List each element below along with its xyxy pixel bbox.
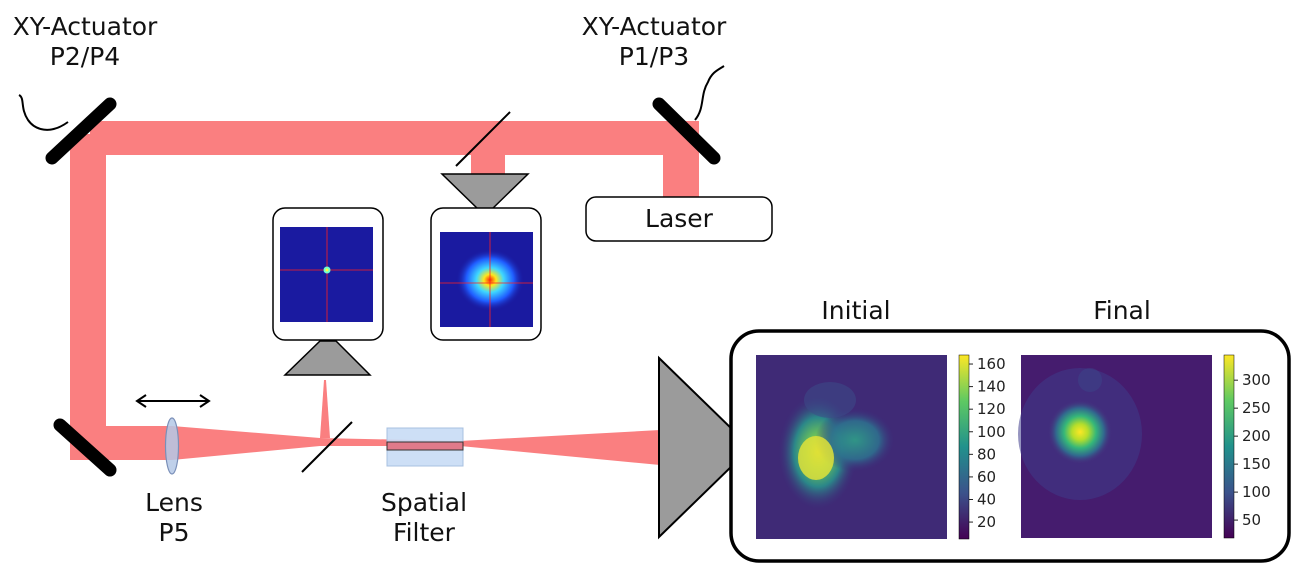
final-tick-label: 250 (1242, 399, 1271, 417)
final-tick-label: 100 (1242, 483, 1271, 501)
spatial-filter-label: Spatial Filter (354, 488, 494, 548)
mirror-top-left (45, 97, 117, 165)
actuator-right-line2: P1/P3 (618, 42, 690, 71)
initial-tick-label: 80 (977, 445, 996, 463)
camera-1-screen (280, 227, 373, 322)
lens-label: Lens P5 (124, 488, 224, 548)
final-tick-label: 50 (1242, 511, 1261, 529)
initial-tick-label: 140 (977, 378, 1006, 396)
final-colorbar (1223, 354, 1235, 539)
initial-beam-image (756, 355, 947, 539)
camera-2-screen (440, 232, 533, 327)
initial-tick-label: 100 (977, 423, 1006, 441)
actuator-cable-right (694, 65, 725, 121)
laser-label: Laser (645, 204, 713, 233)
final-tick-label: 300 (1242, 371, 1271, 389)
initial-tick-label: 60 (977, 468, 996, 486)
lens-line2: P5 (158, 518, 190, 547)
laser-beam (70, 121, 699, 465)
initial-tick-label: 40 (977, 490, 996, 508)
actuator-left-line2: P2/P4 (49, 42, 121, 71)
initial-tick-label: 120 (977, 400, 1006, 418)
lens-translation-arrow (135, 394, 211, 408)
camera-3-body (658, 355, 734, 540)
spatial-filter-line1: Spatial (380, 488, 468, 517)
initial-colorbar (958, 354, 970, 540)
initial-tick-label: 160 (977, 355, 1006, 373)
camera-1-body (283, 340, 372, 376)
spatial-filter-line2: Filter (393, 518, 455, 547)
actuator-right-label: XY-Actuator P1/P3 (572, 12, 736, 72)
actuator-cable-left (18, 94, 69, 131)
final-beam-image (1018, 355, 1212, 538)
lens (164, 417, 180, 475)
mirror-top-right (652, 97, 721, 165)
spatial-filter-aperture (386, 441, 464, 451)
initial-colorbar-ticks: 20 40 60 80 100 120 140 160 (969, 355, 1006, 531)
actuator-left-line1: XY-Actuator (12, 12, 158, 41)
camera-2-body (440, 173, 530, 211)
laser-box (585, 196, 773, 242)
initial-title: Initial (821, 296, 891, 325)
lens-line1: Lens (145, 488, 203, 517)
actuator-right-line1: XY-Actuator (581, 12, 727, 41)
beam-splitter-top (455, 111, 511, 167)
final-title: Final (1093, 296, 1151, 325)
final-tick-label: 200 (1242, 427, 1271, 445)
initial-tick-label: 20 (977, 513, 996, 531)
final-tick-label: 150 (1242, 455, 1271, 473)
beam-splitter-bottom (301, 421, 353, 473)
mirror-bottom-left (53, 418, 117, 477)
actuator-left-label: XY-Actuator P2/P4 (3, 12, 167, 72)
final-colorbar-ticks: 50 100 150 200 250 300 (1234, 371, 1271, 529)
